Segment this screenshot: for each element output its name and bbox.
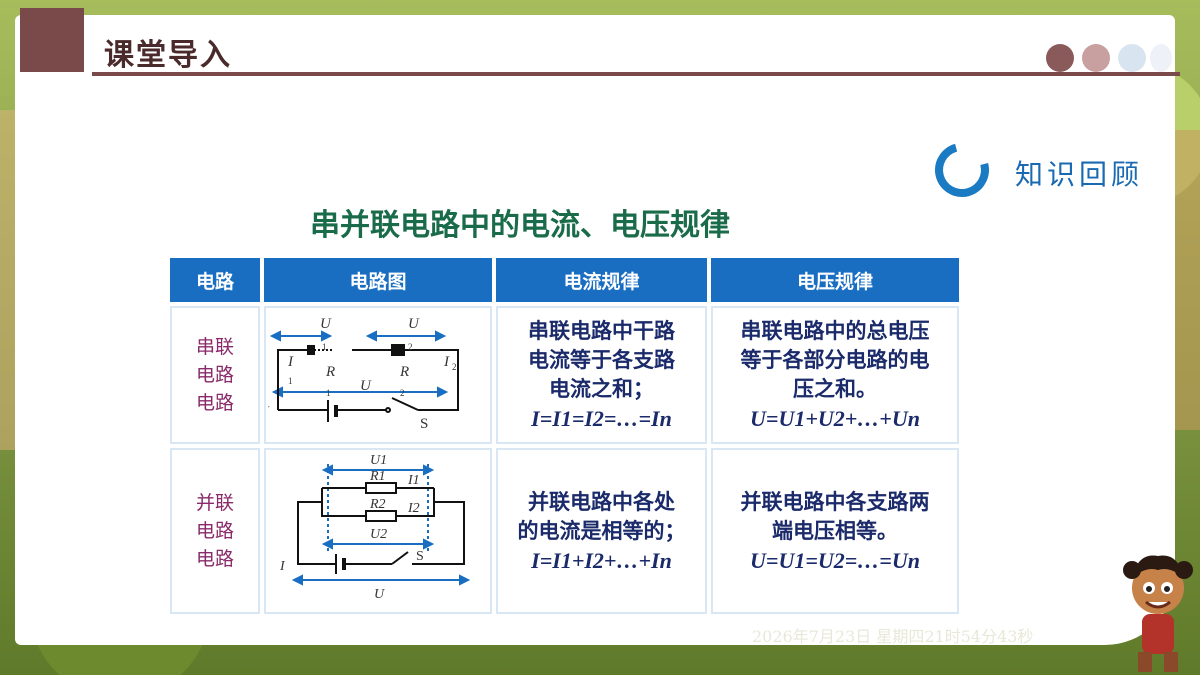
- series-circuit-diagram-cell: U 1 U 2 I 1 R 1 R 2 I 2 U I S: [263, 306, 492, 444]
- voltage-formula-parallel: U=U1=U2=…=Un: [750, 547, 920, 573]
- circuit-name-line: 电路: [195, 392, 234, 414]
- wire-right: [404, 349, 459, 411]
- parallel-circuit-diagram: U1 R1 I1 R2 I2 U2 I S U: [279, 453, 471, 602]
- current-formula-parallel: I=I1+I2+…+In: [531, 547, 672, 573]
- label-s: S: [416, 549, 424, 564]
- resistor-r2: [365, 510, 397, 522]
- label-u1: U: [320, 316, 332, 332]
- header-current-rule: 电流规律: [496, 258, 707, 302]
- current-rule-parallel: 并联电路中各处 的电流是相等的； I=I1+I2+…+In: [496, 448, 707, 614]
- main-heading: 串并联电路中的电流、电压规律: [310, 208, 730, 243]
- u2-arrowhead-right: [435, 330, 447, 342]
- parallel-circuit-diagram-cell: U1 R1 I1 R2 I2 U2 I S U: [264, 448, 492, 614]
- circuit-name-line: 电路: [195, 364, 234, 386]
- label-i: I: [268, 404, 270, 420]
- main-wire-right: [412, 501, 465, 565]
- label-i1: I1: [407, 473, 420, 488]
- label-u2-sub: 2: [408, 342, 413, 352]
- rule-line: 压之和。: [793, 377, 877, 401]
- label-r1: R: [325, 364, 335, 380]
- label-r2-sub: 2: [400, 388, 405, 398]
- u2-arrowhead-left: [365, 330, 377, 342]
- label-r2: R: [399, 364, 409, 380]
- u-arrowhead-left: [291, 574, 303, 586]
- knowledge-review-label: 知识回顾: [1015, 158, 1144, 191]
- label-r2: R2: [369, 497, 386, 512]
- rule-line: 串联电路中的总电压: [740, 319, 930, 343]
- rule-line: 并联电路中各处: [528, 489, 675, 514]
- voltage-formula-series: U=U1+U2+…+Un: [750, 406, 920, 431]
- label-i2: I2: [407, 501, 420, 516]
- slide-title: 课堂导入: [104, 38, 232, 73]
- rule-line: 电流等于各支路: [528, 348, 675, 372]
- rule-line: 电流之和；: [549, 377, 654, 401]
- rule-line: 并联电路中各支路两: [740, 489, 930, 514]
- rules-table: 电路 电路图 电流规律 电压规律 串联 电路 电路: [166, 254, 963, 618]
- u1-arrowhead-right: [321, 330, 333, 342]
- label-i1: I: [287, 354, 294, 370]
- decor-dot-4: [1150, 44, 1172, 72]
- resistor-r2: [391, 344, 405, 356]
- switch-contact: [385, 407, 391, 413]
- timestamp: 2026年7月23日 星期四21时54分43秒: [752, 627, 1034, 646]
- label-u1: U1: [370, 453, 387, 468]
- main-wire-left: [297, 501, 336, 565]
- label-i2-sub: 2: [452, 362, 457, 372]
- switch-s: [391, 397, 419, 411]
- mascot-character-icon: [1123, 555, 1193, 672]
- rule-line: 等于各部分电路的电: [740, 348, 930, 372]
- series-circuit-diagram: U 1 U 2 I 1 R 1 R 2 I 2 U I S: [263, 316, 459, 432]
- u-arrowhead-right: [437, 386, 449, 398]
- header-diagram: 电路图: [264, 258, 492, 302]
- label-u1-sub: 1: [322, 342, 327, 352]
- table-row-series: 串联 电路 电路: [170, 306, 959, 444]
- label-s: S: [420, 416, 428, 432]
- resistor-r1: [365, 482, 397, 494]
- decor-dot-1: [1046, 44, 1074, 72]
- table-header-row: 电路 电路图 电流规律 电压规律: [170, 258, 959, 302]
- label-u2: U2: [370, 527, 387, 542]
- current-rule-series: 串联电路中干路 电流等于各支路 电流之和； I=I1=I2=…=In: [496, 306, 707, 444]
- header-strip: [92, 20, 1162, 68]
- circuit-name-series: 串联 电路 电路: [170, 306, 260, 444]
- wire-left: [277, 349, 308, 410]
- label-r1: R1: [369, 469, 386, 484]
- u1-arrowhead-left: [269, 330, 281, 342]
- label-i: I: [279, 559, 286, 574]
- header-underline: [92, 72, 1180, 76]
- circuit-name-line: 电路: [195, 548, 234, 570]
- current-formula-series: I=I1=I2=…=In: [531, 406, 672, 431]
- decor-dot-2: [1082, 44, 1110, 72]
- decor-dot-3: [1118, 44, 1146, 72]
- label-r1-sub: 1: [326, 388, 331, 398]
- u-arrowhead-right: [459, 574, 471, 586]
- voltage-rule-parallel: 并联电路中各支路两 端电压相等。 U=U1=U2=…=Un: [711, 448, 959, 614]
- label-i1-sub: 1: [288, 376, 293, 386]
- switch-s: [391, 551, 409, 565]
- table-row-parallel: 并联 电路 电路: [170, 448, 959, 614]
- voltage-rule-series: 串联电路中的总电压 等于各部分电路的电 压之和。 U=U1+U2+…+Un: [711, 306, 959, 444]
- circuit-name-line: 并联: [195, 492, 234, 514]
- header-circuit: 电路: [170, 258, 260, 302]
- label-u: U: [374, 587, 385, 602]
- rule-line: 串联电路中干路: [528, 319, 675, 343]
- circuit-name-line: 串联: [195, 336, 234, 358]
- label-i2: I: [443, 354, 450, 370]
- label-u2: U: [408, 316, 420, 332]
- circuit-name-line: 电路: [195, 520, 234, 542]
- circuit-name-parallel: 并联 电路 电路: [170, 448, 260, 614]
- resistor-r1: [307, 345, 315, 355]
- header-square: [20, 8, 84, 72]
- label-u: U: [360, 378, 372, 394]
- rule-line: 的电流是相等的；: [517, 518, 686, 543]
- rule-line: 端电压相等。: [772, 518, 898, 543]
- header-voltage-rule: 电压规律: [711, 258, 959, 302]
